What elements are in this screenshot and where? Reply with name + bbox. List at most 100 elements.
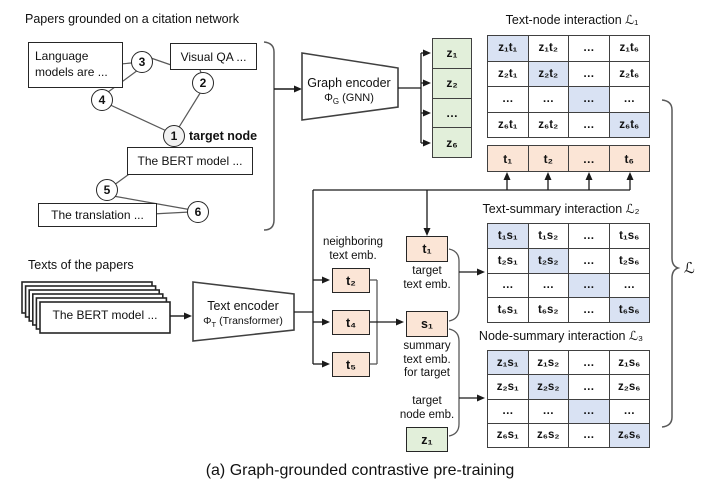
- matrix-cell-node-summary-r1c2: …: [569, 375, 609, 399]
- matrix-cell-text-node-r0c1: z₁t₂: [528, 36, 568, 61]
- matrix-cell-text-summary-r3c2: …: [569, 298, 609, 322]
- target-node-label: target node: [189, 129, 258, 143]
- t5-embedding-box: t₅: [332, 352, 370, 377]
- matrix-cell-text-node-r3c1: z₆t₂: [528, 112, 568, 137]
- texts-title: Texts of the papers: [28, 258, 134, 272]
- matrix-title-node-summary: Node-summary interaction ℒ₃: [478, 329, 644, 343]
- citation-network-title: Papers grounded on a citation network: [25, 12, 240, 26]
- z1-vector: z₁: [433, 39, 471, 68]
- citation-group-bracket: [263, 41, 275, 231]
- z1-target-node-emb-box: z₁: [406, 427, 448, 452]
- matrix-cell-text-node-r1c2: …: [569, 61, 609, 86]
- matrix-cell-text-summary-r2c0: …: [488, 273, 528, 298]
- neighbor-emb-label: neighboring text emb.: [322, 236, 384, 262]
- matrix-cell-node-summary-r1c1: z₂s₂: [528, 375, 568, 399]
- paper-box-language: Language models are ...: [28, 42, 123, 88]
- text-encoder-output-wires: [294, 190, 330, 368]
- matrix-cell-text-summary-r2c2: …: [569, 273, 609, 298]
- paper-stack-front-text: The BERT model ...: [52, 308, 158, 322]
- graph-encoder-name: Graph encoder: [307, 76, 391, 90]
- matrix-cell-text-node-r2c2: …: [569, 87, 609, 112]
- graph-node-2: 2: [192, 72, 214, 94]
- matrix-cell-node-summary-r0c3: z₁s₆: [609, 351, 649, 375]
- matrix-title-text-node: Text-node interaction ℒ₁: [505, 13, 639, 27]
- matrix-cell-text-summary-r0c1: t₁s₂: [528, 224, 568, 248]
- matrix-cell-text-summary-r3c3: t₆s₆: [609, 298, 649, 322]
- t-ellipsis-row-vector: …: [569, 146, 609, 171]
- z2-vector: z₂: [433, 68, 471, 98]
- graph-node-1-target: 1: [163, 125, 185, 147]
- matrix-cell-text-node-r2c0: …: [488, 87, 528, 112]
- matrix-cell-text-node-r3c3: z₆t₆: [609, 112, 649, 137]
- matrix-cell-node-summary-r3c1: z₆s₂: [528, 423, 568, 447]
- matrix-cell-text-summary-r0c2: …: [569, 224, 609, 248]
- matrix-cell-text-summary-r3c1: t₆s₂: [528, 298, 568, 322]
- t6-row-vector: t₆: [609, 146, 649, 171]
- graph-node-3: 3: [131, 51, 153, 73]
- matrix-cell-text-summary-r1c1: t₂s₂: [528, 248, 568, 273]
- graph-node-5: 5: [96, 179, 118, 201]
- text-embedding-feed-wires: [313, 172, 634, 236]
- matrix-cell-text-node-r2c1: …: [528, 87, 568, 112]
- paper-box-visual-qa: Visual QA ...: [170, 43, 257, 70]
- matrix-cell-node-summary-r0c0: z₁s₁: [488, 351, 528, 375]
- text-embedding-row: t₁ t₂ … t₆: [487, 145, 650, 172]
- matrix-cell-text-node-r2c3: …: [609, 87, 649, 112]
- text-encoder-shape: [192, 281, 295, 342]
- matrix-cell-node-summary-r2c3: …: [609, 399, 649, 423]
- matrix-cell-text-node-r1c3: z₂t₆: [609, 61, 649, 86]
- matrix-cell-text-summary-r1c3: t₂s₆: [609, 248, 649, 273]
- z1-label: target node emb.: [399, 395, 455, 421]
- graph-encoder-type: ΦG (GNN): [324, 91, 374, 106]
- l3-input-bracket: [448, 328, 485, 437]
- matrix-cell-node-summary-r2c1: …: [528, 399, 568, 423]
- matrix-cell-text-node-r0c2: …: [569, 36, 609, 61]
- matrix-cell-text-node-r0c0: z₁t₁: [488, 36, 528, 61]
- paper-box-translation: The translation ...: [38, 203, 157, 227]
- paper-stack-shape: [21, 281, 171, 334]
- s1-label: summary text emb. for target: [403, 340, 451, 380]
- t2-embedding-box: t₂: [332, 268, 370, 293]
- matrix-cell-text-summary-r2c3: …: [609, 273, 649, 298]
- matrix-cell-text-node-r3c2: …: [569, 112, 609, 137]
- matrix-cell-text-node-r0c3: z₁t₆: [609, 36, 649, 61]
- graph-node-6: 6: [187, 201, 209, 223]
- graph-encoder-label: Graph encoder ΦG (GNN): [300, 76, 398, 107]
- z6-vector: z₆: [433, 128, 471, 157]
- t1-target-text-emb-box: t₁: [406, 236, 448, 262]
- matrix-cell-node-summary-r3c2: …: [569, 423, 609, 447]
- s1-summary-emb-box: s₁: [406, 311, 448, 337]
- total-loss-bracket: [661, 99, 681, 428]
- paper-box-bert: The BERT model ...: [127, 147, 253, 175]
- figure-caption: (a) Graph-grounded contrastive pre-train…: [205, 462, 515, 479]
- matrix-cell-text-summary-r0c3: t₁s₆: [609, 224, 649, 248]
- matrix-cell-text-summary-r2c1: …: [528, 273, 568, 298]
- l2-input-bracket: [448, 248, 485, 322]
- matrix-title-text-summary: Text-summary interaction ℒ₂: [482, 202, 640, 216]
- t4-embedding-box: t₄: [332, 310, 370, 335]
- matrix-cell-text-node-r3c0: z₆t₁: [488, 112, 528, 137]
- matrix-cell-node-summary-r2c0: …: [488, 399, 528, 423]
- matrix-cell-text-summary-r1c0: t₂s₁: [488, 248, 528, 273]
- matrix-cell-node-summary-r0c2: …: [569, 351, 609, 375]
- matrix-cell-node-summary-r3c0: z₆s₁: [488, 423, 528, 447]
- node-embedding-column: z₁ z₂ … z₆: [432, 38, 472, 158]
- matrix-cell-node-summary-r1c3: z₂s₆: [609, 375, 649, 399]
- matrix-cell-node-summary-r0c1: z₁s₂: [528, 351, 568, 375]
- matrix-cell-node-summary-r2c2: …: [569, 399, 609, 423]
- matrix-cell-text-summary-r3c0: t₆s₁: [488, 298, 528, 322]
- matrix-cell-text-node-r1c1: z₂t₂: [528, 61, 568, 86]
- graph-node-4: 4: [91, 89, 113, 111]
- matrix-cell-text-summary-r1c2: …: [569, 248, 609, 273]
- t1-label: target text emb.: [403, 265, 451, 291]
- matrix-cell-node-summary-r3c3: z₆s₆: [609, 423, 649, 447]
- graph-encoder-shape: [301, 52, 399, 121]
- matrix-cell-node-summary-r1c0: z₂s₁: [488, 375, 528, 399]
- graph-encoder-output-wires: [398, 49, 431, 147]
- text-encoder-type: ΦT (Transformer): [203, 314, 283, 329]
